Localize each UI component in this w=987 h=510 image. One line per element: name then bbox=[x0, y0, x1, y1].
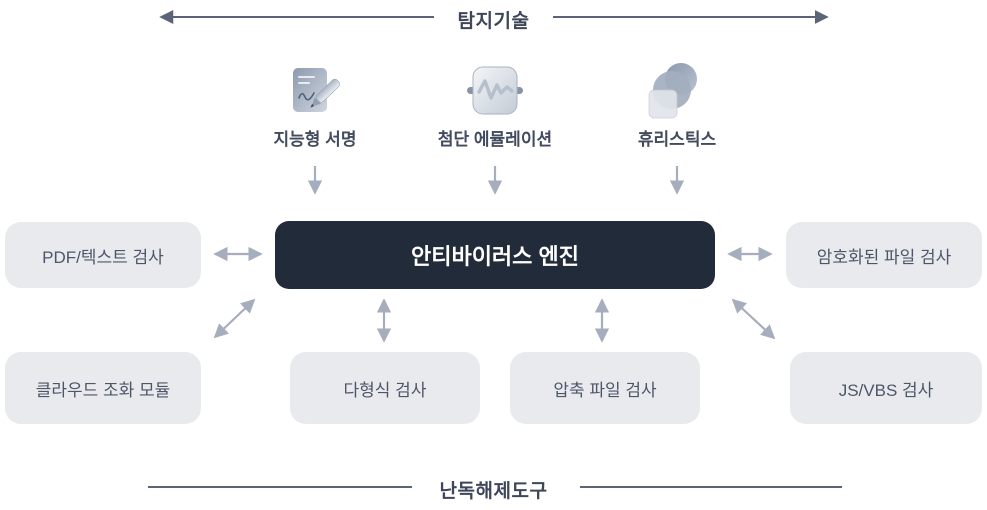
antivirus-engine-box: 안티바이러스 엔진 bbox=[275, 221, 715, 289]
module-jsvbs: JS/VBS 검사 bbox=[790, 352, 982, 424]
bottom-section-title: 난독해제도구 bbox=[439, 481, 548, 502]
double-arrow-cloud-module bbox=[213, 298, 256, 339]
signature-document-pen-icon bbox=[293, 68, 340, 112]
emulation-chip-waveform-icon bbox=[467, 66, 523, 115]
technique-label-emulation: 첨단 에뮬레이션 bbox=[437, 130, 553, 149]
module-archive: 압축 파일 검사 bbox=[510, 352, 700, 424]
module-cloud: 클라우드 조화 모듈 bbox=[5, 352, 201, 424]
technique-label-heuristics: 휴리스틱스 bbox=[637, 130, 717, 149]
top-section-title: 탐지기술 bbox=[457, 11, 530, 32]
double-arrow-jsvbs-module bbox=[731, 298, 776, 340]
module-polymorphic: 다형식 검사 bbox=[290, 352, 480, 424]
module-encrypted-file: 암호화된 파일 검사 bbox=[786, 222, 982, 288]
technique-label-signature: 지능형 서명 bbox=[273, 130, 357, 149]
module-pdf-text: PDF/텍스트 검사 bbox=[5, 222, 201, 288]
heuristics-overlapping-shapes-icon bbox=[648, 63, 697, 119]
